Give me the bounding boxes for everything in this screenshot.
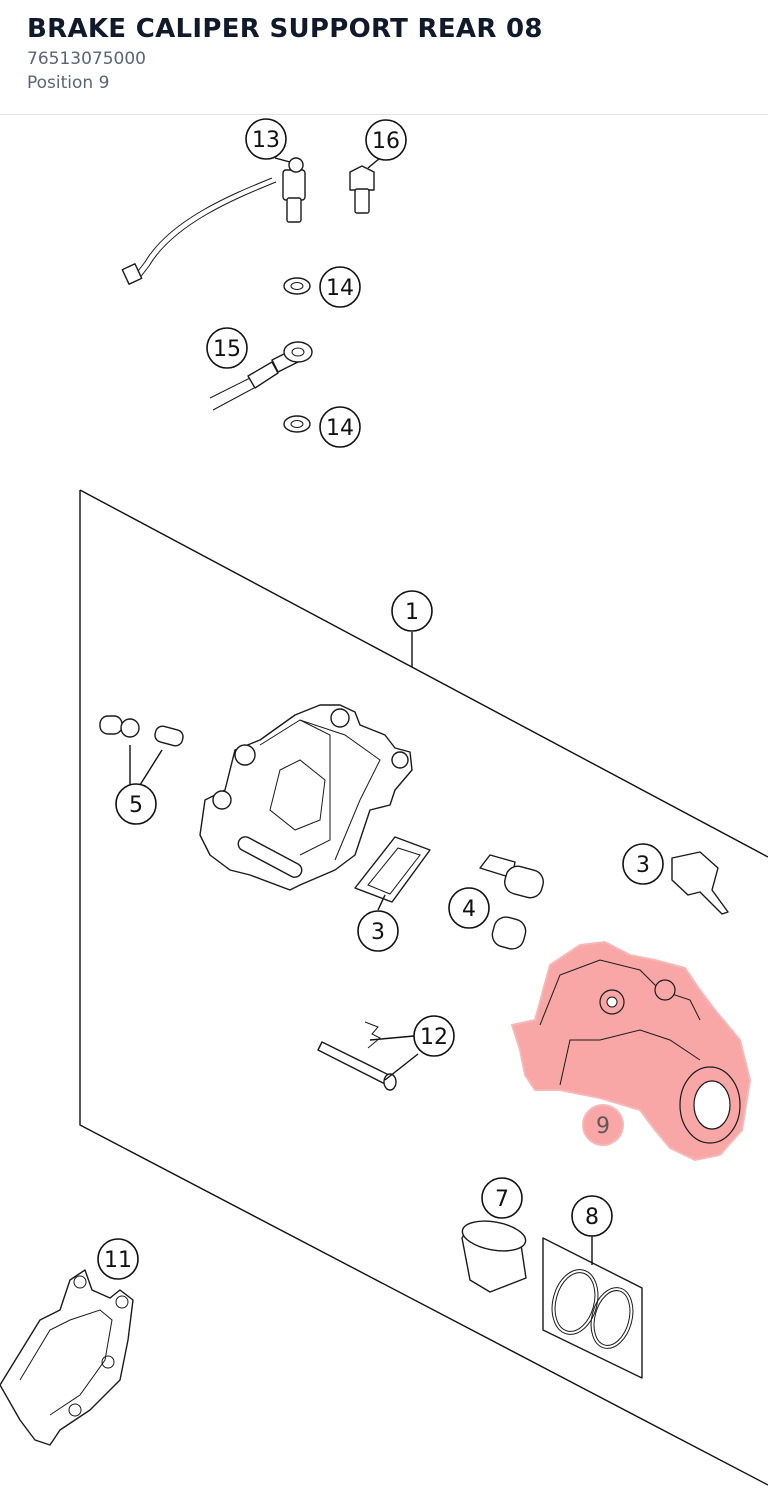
callout-3-right[interactable]: 3 (622, 843, 664, 885)
callout-1[interactable]: 1 (391, 590, 433, 632)
callout-9[interactable]: 9 (582, 1104, 624, 1146)
callout-5[interactable]: 5 (115, 783, 157, 825)
part-12-pin[interactable] (317, 1021, 397, 1091)
svg-text:3: 3 (636, 853, 650, 878)
svg-text:16: 16 (372, 129, 400, 154)
callout-12[interactable]: 12 (413, 1015, 455, 1057)
part-14-washer-bottom[interactable] (283, 415, 311, 433)
part-5-bleeder-screws[interactable] (99, 715, 185, 747)
part-13-sensor[interactable] (121, 157, 306, 285)
svg-text:14: 14 (326, 416, 354, 441)
svg-text:11: 11 (104, 1248, 132, 1273)
callout-11[interactable]: 11 (97, 1238, 139, 1280)
part-9-caliper-support[interactable] (510, 940, 752, 1162)
part-1-brake-caliper[interactable] (199, 704, 413, 891)
part-3-pad-spring-left[interactable] (354, 836, 431, 903)
part-15-brake-hose[interactable] (209, 341, 313, 411)
svg-text:7: 7 (495, 1187, 509, 1212)
callout-7[interactable]: 7 (481, 1177, 523, 1219)
header: BRAKE CALIPER SUPPORT REAR 08 7651307500… (0, 0, 768, 115)
position-label: Position 9 (27, 73, 110, 93)
part-3-pad-retainer-right[interactable] (671, 851, 729, 915)
svg-text:13: 13 (252, 128, 280, 153)
svg-text:3: 3 (371, 920, 385, 945)
svg-text:14: 14 (326, 276, 354, 301)
svg-text:1: 1 (405, 600, 419, 625)
part-7-piston[interactable] (460, 1217, 528, 1293)
callout-13[interactable]: 13 (245, 118, 287, 160)
part-16-bolt[interactable] (349, 165, 375, 214)
svg-text:4: 4 (462, 897, 476, 922)
part-8-seal-kit[interactable] (542, 1237, 643, 1379)
part-11-brake-pads[interactable] (0, 1269, 134, 1446)
svg-text:12: 12 (420, 1025, 448, 1050)
svg-text:5: 5 (129, 793, 143, 818)
callout-15[interactable]: 15 (206, 327, 248, 369)
callout-16[interactable]: 16 (365, 119, 407, 161)
callout-14-bottom[interactable]: 14 (319, 406, 361, 448)
callout-4[interactable]: 4 (448, 887, 490, 929)
callout-14-top[interactable]: 14 (319, 266, 361, 308)
assembly-box (79, 489, 768, 1486)
svg-text:9: 9 (596, 1114, 610, 1139)
page-title: BRAKE CALIPER SUPPORT REAR 08 (27, 14, 543, 44)
callout-8[interactable]: 8 (571, 1195, 613, 1237)
svg-text:8: 8 (585, 1205, 599, 1230)
part-number: 76513075000 (27, 49, 146, 69)
part-4-bushings[interactable] (479, 854, 546, 952)
part-14-washer-top[interactable] (283, 277, 311, 295)
callout-3-left[interactable]: 3 (357, 910, 399, 952)
svg-text:15: 15 (213, 337, 241, 362)
